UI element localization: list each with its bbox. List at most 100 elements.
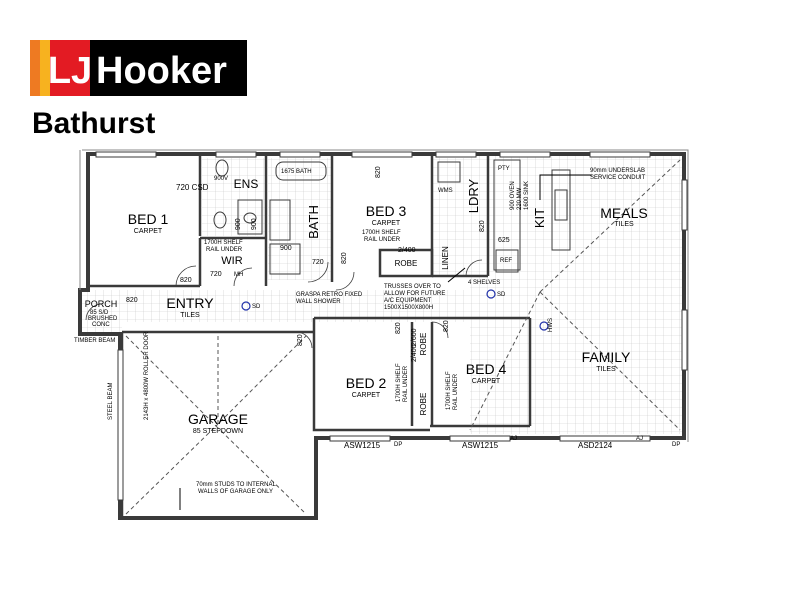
door-label-820-5: 820 — [297, 334, 304, 346]
door-label-820-8: 820 — [375, 166, 382, 178]
room-ens-name: ENS — [234, 177, 259, 191]
room-entry-finish: TILES — [180, 312, 200, 319]
note-hws: HWS — [548, 318, 554, 332]
room-kit-name: KIT — [532, 208, 547, 228]
kitchen-island — [551, 169, 571, 251]
note-timber-beam: TIMBER BEAM — [74, 338, 115, 344]
note-wir-shelf-1: 1700H SHELF — [204, 240, 243, 246]
door-label-2600: 2/600 — [411, 328, 418, 346]
room-ldry-name: LDRY — [466, 178, 481, 213]
sink — [554, 189, 568, 221]
note-sd-2: SD — [497, 292, 506, 298]
note-trusses-4: 1500X1500X800H — [384, 305, 433, 311]
logo-yellow-stripe — [40, 40, 50, 96]
note-steel-beam: STEEL BEAM — [108, 383, 114, 420]
note-aj-2: AJ — [636, 436, 643, 442]
note-trusses-1: TRUSSES OVER TO — [384, 284, 441, 290]
note-porch-2: BRUSHED — [88, 316, 118, 322]
lj-hooker-logo: LJ Hooker — [30, 40, 247, 96]
room-robe4-name: ROBE — [419, 393, 428, 416]
note-studs-1: 70mm STUDS TO INTERNAL — [196, 482, 276, 488]
living-tiles — [470, 156, 682, 434]
room-bed2-finish: CARPET — [352, 392, 381, 399]
note-studs-2: WALLS OF GARAGE ONLY — [198, 489, 273, 495]
annotations: 720 CSD 1675 BATH 1700H SHELF RAIL UNDER… — [74, 166, 680, 495]
note-roller-door: 2143H x 4800W ROLLER DOOR — [144, 331, 150, 420]
door-swings — [85, 259, 483, 349]
note-kit-2: 220 MW — [517, 187, 523, 210]
note-underslab-2: SERVICE CONDUIT — [590, 175, 646, 181]
note-bed3-shelf-1: 1700H SHELF — [362, 230, 401, 236]
note-porch-3: CONC — [92, 322, 110, 328]
door-label-720-2: 720 — [312, 259, 324, 266]
note-csd: 720 CSD — [176, 183, 209, 192]
room-family-finish: TILES — [596, 366, 616, 373]
logo-name: Hooker — [96, 50, 227, 92]
note-bed2-shelf-1: 1700H SHELF — [396, 363, 402, 402]
door-label-820-1: 820 — [180, 277, 192, 284]
room-bed4-finish: CARPET — [472, 378, 501, 385]
note-900v: 900V — [214, 176, 228, 182]
door-dimensions: 820 820 820 820 820 820 820 820 720 720 … — [126, 166, 510, 362]
bathtub — [275, 161, 327, 181]
note-shower-1: GRASPA RETRO FIXED — [296, 292, 363, 298]
note-kit-1: 900 OVEN — [510, 181, 516, 210]
door-label-820-6: 820 — [443, 320, 450, 332]
note-dp-2: DP — [672, 442, 680, 448]
door-label-820-7: 820 — [395, 322, 402, 334]
door-label-2400-1: 2/400 — [398, 247, 416, 254]
room-bed1-finish: CARPET — [134, 228, 163, 235]
room-meals-finish: TILES — [614, 221, 634, 228]
note-aj-1: AJ — [510, 436, 517, 442]
fixtures — [213, 159, 571, 275]
garage-roof-lines — [125, 159, 681, 515]
note-wms: WMS — [438, 188, 453, 194]
room-robe2-name: ROBE — [419, 333, 428, 356]
office-name: Bathurst — [32, 107, 156, 140]
basin-ens — [243, 212, 257, 224]
room-porch-name: PORCH — [85, 299, 118, 309]
room-garage-name: GARAGE — [188, 411, 248, 427]
floor-plan: BED 1 CARPET ENS WIR BATH BED 3 CARPET L… — [74, 149, 689, 520]
ens-tiles — [202, 158, 266, 236]
room-robe3-name: ROBE — [395, 259, 418, 268]
door-label-900-1: 900 — [235, 218, 242, 230]
door-label-625: 625 — [498, 237, 510, 244]
note-underslab-1: 90mm UNDERSLAB — [590, 168, 645, 174]
door-label-820-4: 820 — [479, 220, 486, 232]
note-porch-1: 85 S/D — [90, 310, 109, 316]
room-bath-name: BATH — [306, 205, 321, 239]
room-bed1-name: BED 1 — [128, 211, 169, 227]
note-bed4-shelf-2: RAIL UNDER — [453, 373, 459, 410]
note-trusses-3: A/C EQUIPMENT — [384, 298, 432, 304]
window-label-2: ASW1215 — [462, 441, 499, 450]
door-label-2400-2: 2/400 — [411, 344, 418, 362]
porch-tiles — [80, 290, 122, 332]
room-labels: BED 1 CARPET ENS WIR BATH BED 3 CARPET L… — [85, 177, 648, 435]
room-meals-name: MEALS — [600, 205, 647, 221]
toilet-ens — [215, 159, 229, 177]
door-label-900-3: 900 — [280, 245, 292, 252]
note-shower-2: WALL SHOWER — [296, 299, 341, 305]
arrows — [179, 174, 592, 510]
smoke-detectors — [241, 289, 549, 331]
window-label-1: ASW1215 — [344, 441, 381, 450]
shower-bath — [269, 243, 301, 275]
tub-ldry — [437, 161, 461, 183]
note-trusses-2: ALLOW FOR FUTURE — [384, 291, 445, 297]
door-label-820-3: 820 — [341, 252, 348, 264]
note-pty: PTY — [498, 166, 510, 172]
note-sd-1: SD — [252, 304, 261, 310]
logo-red-block — [50, 40, 90, 96]
note-kit-3: 1600 SINK — [524, 181, 530, 210]
door-label-820-2: 820 — [126, 297, 138, 304]
kitchen-bench — [493, 159, 521, 271]
tiled-floors — [80, 156, 682, 434]
note-mh: MH — [234, 272, 243, 278]
room-family-name: FAMILY — [582, 349, 631, 365]
room-bed4-name: BED 4 — [466, 361, 507, 377]
room-entry-name: ENTRY — [166, 295, 214, 311]
room-bed3-finish: CARPET — [372, 220, 401, 227]
note-shelves: 4 SHELVES — [468, 280, 500, 286]
note-dp-1: DP — [394, 442, 402, 448]
